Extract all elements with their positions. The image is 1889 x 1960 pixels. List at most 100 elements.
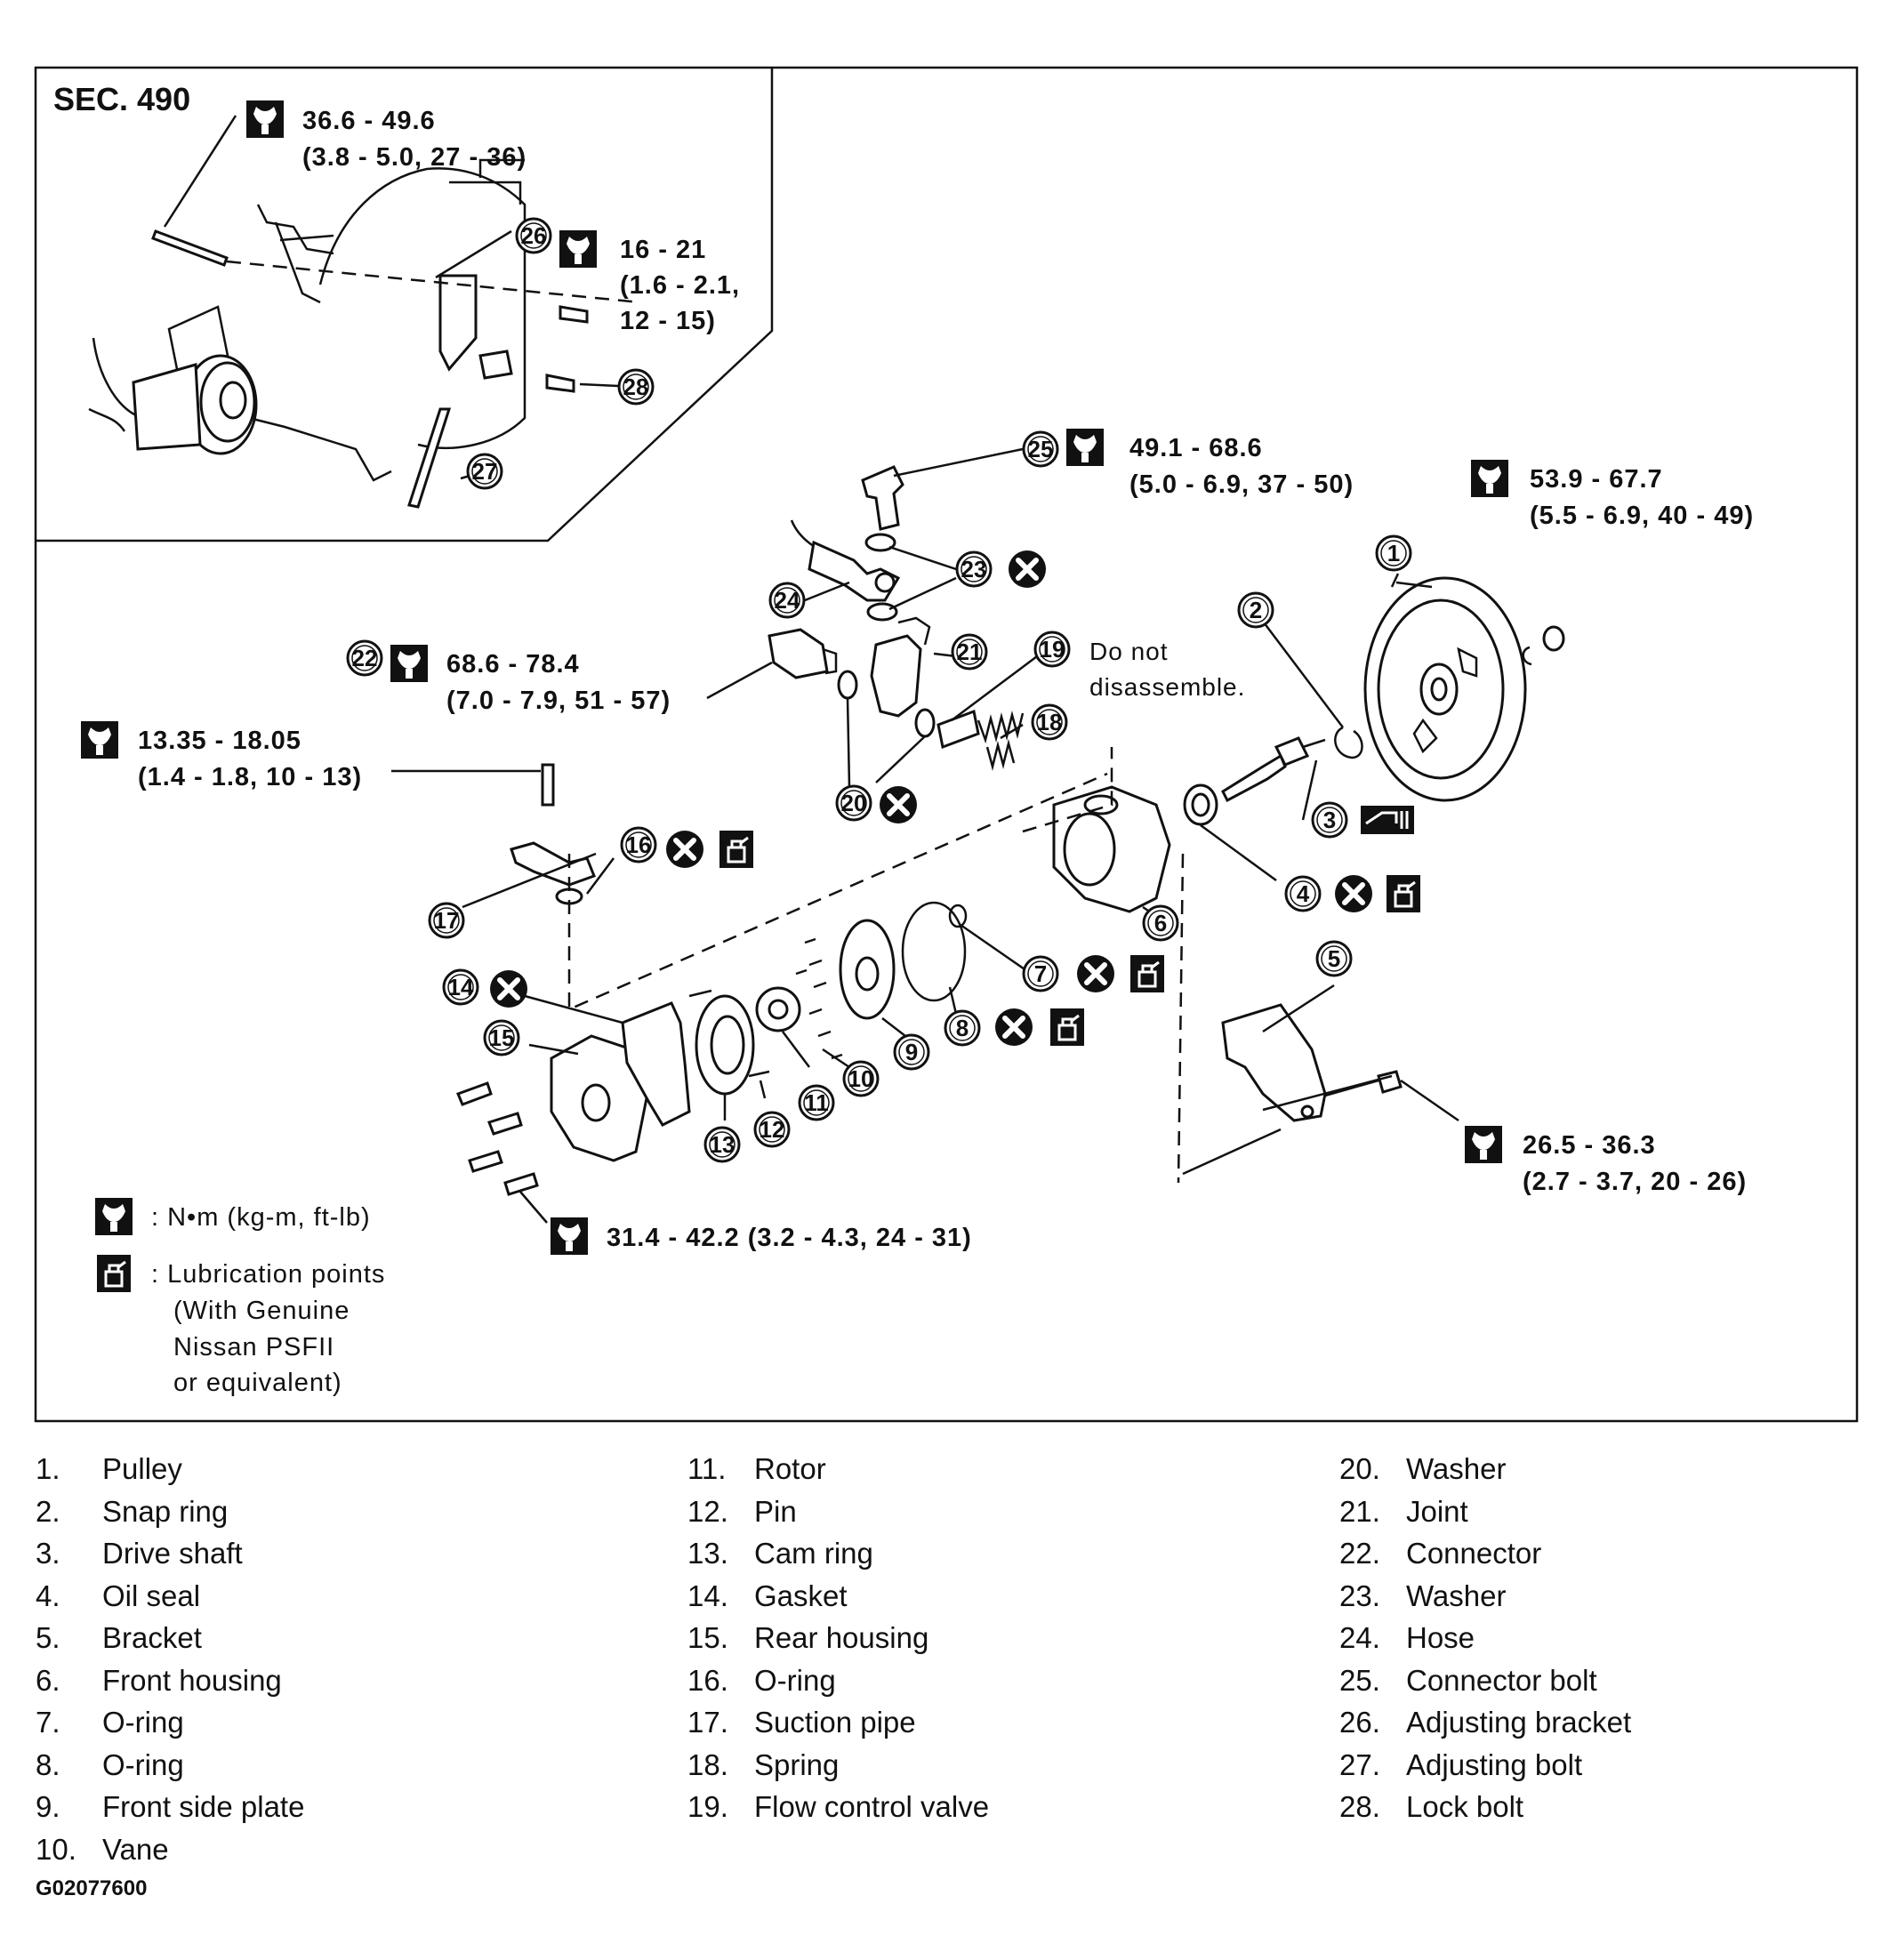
lubrication-icon bbox=[1385, 873, 1422, 914]
section-label: SEC. 490 bbox=[53, 81, 190, 117]
parts-list-item: 15. Rear housing bbox=[687, 1617, 989, 1659]
part-name: Lock bolt bbox=[1406, 1790, 1524, 1823]
callout-9: 9 bbox=[893, 1033, 930, 1071]
main-exploded-parts bbox=[391, 447, 1565, 1196]
bolt-36-illustration bbox=[151, 229, 229, 267]
part-number: 12. bbox=[687, 1494, 728, 1528]
torque-26-line2: (2.7 - 3.7, 20 - 26) bbox=[1523, 1168, 1747, 1196]
callout-number: 5 bbox=[1328, 945, 1340, 972]
callout-number: 26 bbox=[521, 222, 547, 249]
part-name: Flow control valve bbox=[754, 1790, 990, 1823]
part-number: 9. bbox=[36, 1790, 60, 1823]
callout-number: 9 bbox=[905, 1039, 918, 1065]
callout-20: 20 bbox=[835, 784, 872, 822]
callout-number: 12 bbox=[760, 1116, 785, 1143]
part-number: 24. bbox=[1339, 1621, 1380, 1654]
bracket-illustration bbox=[1221, 1003, 1327, 1122]
callout-25: 25 bbox=[1022, 430, 1059, 468]
part-name: Front side plate bbox=[102, 1790, 305, 1823]
callout-number: 6 bbox=[1154, 910, 1167, 936]
part-number: 27. bbox=[1339, 1747, 1380, 1781]
callout-number: 2 bbox=[1250, 597, 1262, 623]
lubrication-icon bbox=[718, 829, 755, 870]
parts-list-item: 10. Vane bbox=[36, 1828, 304, 1871]
parts-list-item: 16.O-ring bbox=[687, 1659, 989, 1702]
part-number: 15. bbox=[687, 1621, 728, 1654]
callout-number: 14 bbox=[448, 974, 474, 1000]
callout-number: 22 bbox=[352, 645, 378, 671]
bolt-28-illustration bbox=[545, 374, 575, 393]
parts-list-item: 9. Front side plate bbox=[36, 1786, 304, 1828]
parts-list-item: 5.Bracket bbox=[36, 1617, 304, 1659]
parts-list-item: 3.Drive shaft bbox=[36, 1532, 304, 1575]
callout-number: 20 bbox=[841, 790, 867, 816]
part-name: Hose bbox=[1406, 1621, 1475, 1654]
gasket-illustration bbox=[621, 1001, 691, 1127]
callout-number: 15 bbox=[489, 1024, 515, 1051]
callout-5: 5 bbox=[1315, 940, 1353, 977]
part-name: Bracket bbox=[102, 1621, 202, 1654]
part-name: O-ring bbox=[102, 1706, 184, 1739]
part-number: 10. bbox=[36, 1832, 76, 1866]
replace-part-icon bbox=[1009, 550, 1046, 588]
parts-list-item: 4.Oil seal bbox=[36, 1575, 304, 1618]
part-number: 11. bbox=[687, 1452, 727, 1485]
parts-list-item: 14. Gasket bbox=[687, 1575, 989, 1618]
part-number: 21. bbox=[1339, 1494, 1380, 1528]
torque-wrench-icon bbox=[1465, 1126, 1502, 1163]
part-name: Gasket bbox=[754, 1578, 848, 1612]
part-number: 13. bbox=[687, 1537, 728, 1570]
callout-22: 22 bbox=[346, 639, 383, 677]
callout-17: 17 bbox=[428, 902, 465, 939]
callout-2: 2 bbox=[1237, 591, 1274, 629]
parts-list-item: 19.Flow control valve bbox=[687, 1786, 989, 1828]
callout-number: 23 bbox=[961, 556, 987, 582]
legend-torque-icon bbox=[95, 1198, 133, 1235]
callout-19: 19 bbox=[1033, 631, 1071, 668]
parts-list-item: 18.Spring bbox=[687, 1744, 989, 1787]
replace-part-icon bbox=[490, 970, 527, 1008]
part-name: Pulley bbox=[102, 1452, 182, 1485]
part-number: 2. bbox=[36, 1494, 60, 1528]
part-number: 14. bbox=[687, 1578, 728, 1612]
callout-13: 13 bbox=[703, 1126, 741, 1163]
callout-number: 16 bbox=[626, 831, 652, 858]
part-name: Rear housing bbox=[754, 1621, 929, 1654]
bolt-26-illustration bbox=[559, 305, 589, 324]
parts-list-item: 12.Pin bbox=[687, 1490, 989, 1533]
part-name: Vane bbox=[102, 1832, 169, 1866]
parts-list-item: 7. O-ring bbox=[36, 1701, 304, 1744]
callout-number: 1 bbox=[1387, 540, 1400, 566]
do-not-disassemble-note-line2: disassemble. bbox=[1089, 673, 1245, 701]
callout-18: 18 bbox=[1031, 703, 1068, 741]
callout-number: 11 bbox=[804, 1089, 829, 1116]
part-number: 17. bbox=[687, 1706, 728, 1739]
part-name: Snap ring bbox=[102, 1494, 229, 1528]
torque-49-line1: 49.1 - 68.6 bbox=[1129, 434, 1263, 462]
do-not-disassemble-note: Do not bbox=[1089, 638, 1169, 665]
part-number: 7. bbox=[36, 1706, 60, 1739]
torque-wrench-icon bbox=[1471, 460, 1508, 497]
torque-68-line2: (7.0 - 7.9, 51 - 57) bbox=[446, 687, 671, 715]
legend-torque-text: : N•m (kg-m, ft-lb) bbox=[151, 1203, 371, 1232]
torque-49-line2: (5.0 - 6.9, 37 - 50) bbox=[1129, 470, 1354, 499]
parts-list-item: 22.Connector bbox=[1339, 1532, 1631, 1575]
inset-panel-border bbox=[36, 68, 774, 542]
parts-list-item: 8.O-ring bbox=[36, 1744, 304, 1787]
callout-number: 27 bbox=[472, 458, 498, 485]
legend-lube-line4: or equivalent) bbox=[173, 1369, 342, 1397]
torque-wrench-icon bbox=[1066, 429, 1104, 466]
torque-13-line2: (1.4 - 1.8, 10 - 13) bbox=[138, 763, 362, 791]
callout-number: 7 bbox=[1034, 960, 1047, 987]
leader-lines bbox=[462, 545, 1459, 1224]
part-name: Joint bbox=[1406, 1494, 1468, 1528]
parts-list-item: 28.Lock bolt bbox=[1339, 1786, 1631, 1828]
callout-number: 13 bbox=[710, 1131, 736, 1158]
callout-number: 10 bbox=[848, 1065, 874, 1092]
part-number: 16. bbox=[687, 1663, 728, 1697]
part-number: 8. bbox=[36, 1747, 60, 1781]
callout-6: 6 bbox=[1142, 904, 1179, 942]
